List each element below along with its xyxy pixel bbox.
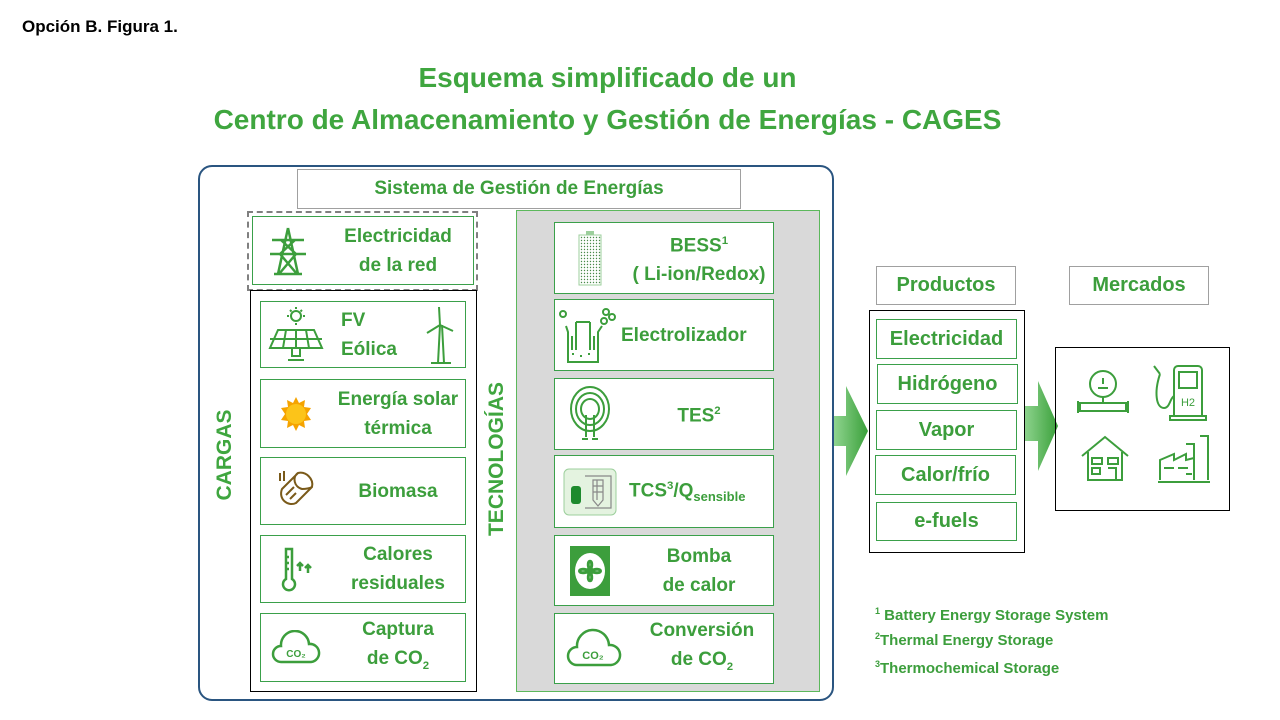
thermometer-icon [261, 545, 331, 593]
footnote-3-num: 3 [875, 659, 881, 669]
tech-bomba-calor: Bomba de calor [554, 535, 774, 606]
management-system-header: Sistema de Gestión de Energías [297, 169, 741, 209]
carga-fv-eolica: FV Eólica [260, 301, 466, 368]
producto-electricidad: Electricidad [876, 319, 1017, 359]
tech-conversion-co2: CO₂ Conversión de CO2 [554, 613, 774, 684]
electrolyzer-icon [555, 306, 621, 364]
wind-turbine-icon [415, 305, 465, 365]
bess-types: ( Li-ion/Redox) [632, 264, 766, 286]
solar-panel-icon [261, 306, 331, 364]
conversion-line-1: Conversión [649, 619, 755, 641]
calores-line-1: Calores [363, 544, 433, 565]
producto-calor-frio: Calor/frío [875, 455, 1016, 495]
carga-biomasa: Biomasa [260, 457, 466, 525]
footnote-2-text: Thermal Energy Storage [880, 632, 1054, 649]
tech-bess: BESS1 ( Li-ion/Redox) [554, 222, 774, 294]
footnote-1-text: Battery Energy Storage System [880, 607, 1109, 624]
solar-termica-line-2: térmica [364, 417, 432, 439]
productos-frame [869, 310, 1025, 553]
tcs-label: TCS [629, 480, 667, 502]
footnote-1: 1 Battery Energy Storage System [875, 606, 1108, 624]
svg-text:CO₂: CO₂ [582, 650, 604, 662]
grid-line-2: de la red [358, 254, 438, 276]
fv-label: FV [341, 309, 366, 331]
footnote-3-text: Thermochemical Storage [880, 660, 1060, 677]
footnote-3: 3Thermochemical Storage [875, 659, 1059, 677]
power-tower-icon [253, 226, 323, 276]
co2-cloud-icon: CO₂ [261, 629, 331, 666]
bomba-line-1: Bomba [666, 545, 732, 567]
producto-vapor: Vapor [876, 410, 1017, 450]
carga-solar-termica: Energía solar térmica [260, 379, 466, 448]
carga-captura-co2: CO₂ Captura de CO2 [260, 613, 466, 682]
biomasa-label: Biomasa [358, 480, 438, 502]
hydrogen-station-icon: H2 [1153, 365, 1207, 421]
grid-line-1: Electricidad [344, 225, 452, 247]
grid-electricity-box: Electricidad de la red [252, 216, 474, 285]
conversion-line-2: de CO [670, 648, 727, 670]
cargas-label: CARGAS [213, 409, 236, 501]
thermal-storage-icon [555, 385, 625, 443]
conversion-subscript: 2 [726, 660, 734, 673]
mercados-frame: H2 [1055, 347, 1230, 511]
tech-tcs: TCS3/Qsensible [554, 455, 774, 528]
arrow-to-mercados-icon [1024, 381, 1058, 471]
productos-header: Productos [876, 266, 1016, 305]
tes-footnote-ref: 2 [714, 405, 721, 418]
factory-icon [1158, 435, 1210, 483]
bess-footnote-ref: 1 [721, 234, 729, 247]
eolica-label: Eólica [341, 338, 397, 360]
footnote-2: 2Thermal Energy Storage [875, 631, 1053, 649]
bess-label: BESS [669, 235, 722, 257]
co2-cloud-icon: CO₂ [555, 622, 631, 675]
footnote-2-num: 2 [875, 631, 881, 641]
tcs-footnote-ref: 3 [667, 479, 674, 492]
captura-subscript: 2 [422, 659, 430, 672]
footnote-1-num: 1 [875, 606, 881, 616]
house-icon [1081, 435, 1129, 481]
h2-label: H2 [1181, 397, 1195, 409]
tes-label: TES [677, 405, 715, 427]
q-label: /Q [673, 480, 694, 502]
sun-icon [261, 396, 331, 431]
svg-text:CO₂: CO₂ [286, 649, 305, 660]
title-line-1: Esquema simplificado de un [418, 62, 797, 93]
tcs-icon [555, 468, 625, 516]
captura-line-1: Captura [362, 618, 434, 640]
cargas-frame [250, 290, 477, 692]
calores-line-2: residuales [351, 573, 445, 594]
producto-efuels: e-fuels [876, 502, 1017, 541]
heat-pump-icon [555, 545, 625, 596]
wood-log-icon [261, 469, 331, 513]
cages-frame [198, 165, 834, 701]
solar-termica-line-1: Energía solar [337, 388, 459, 410]
electrolizador-label: Electrolizador [621, 324, 747, 346]
figure-label: Opción B. Figura 1. [22, 17, 178, 36]
gas-pipeline-icon [1077, 370, 1129, 413]
tech-electrolizador: Electrolizador [554, 299, 774, 371]
q-subscript: sensible [693, 489, 746, 505]
captura-line-2: de CO [366, 647, 423, 669]
tech-tes: TES2 [554, 378, 774, 450]
bomba-line-2: de calor [662, 574, 736, 596]
arrow-to-productos-icon [834, 386, 868, 476]
title-line-2: Centro de Almacenamiento y Gestión de En… [213, 104, 1002, 135]
carga-calores-residuales: Calores residuales [260, 535, 466, 603]
mercados-header: Mercados [1069, 266, 1209, 305]
tecnologias-label: TECNOLOGÍAS [485, 382, 508, 537]
producto-hidrogeno: Hidrógeno [877, 364, 1018, 404]
battery-icon [555, 230, 625, 286]
